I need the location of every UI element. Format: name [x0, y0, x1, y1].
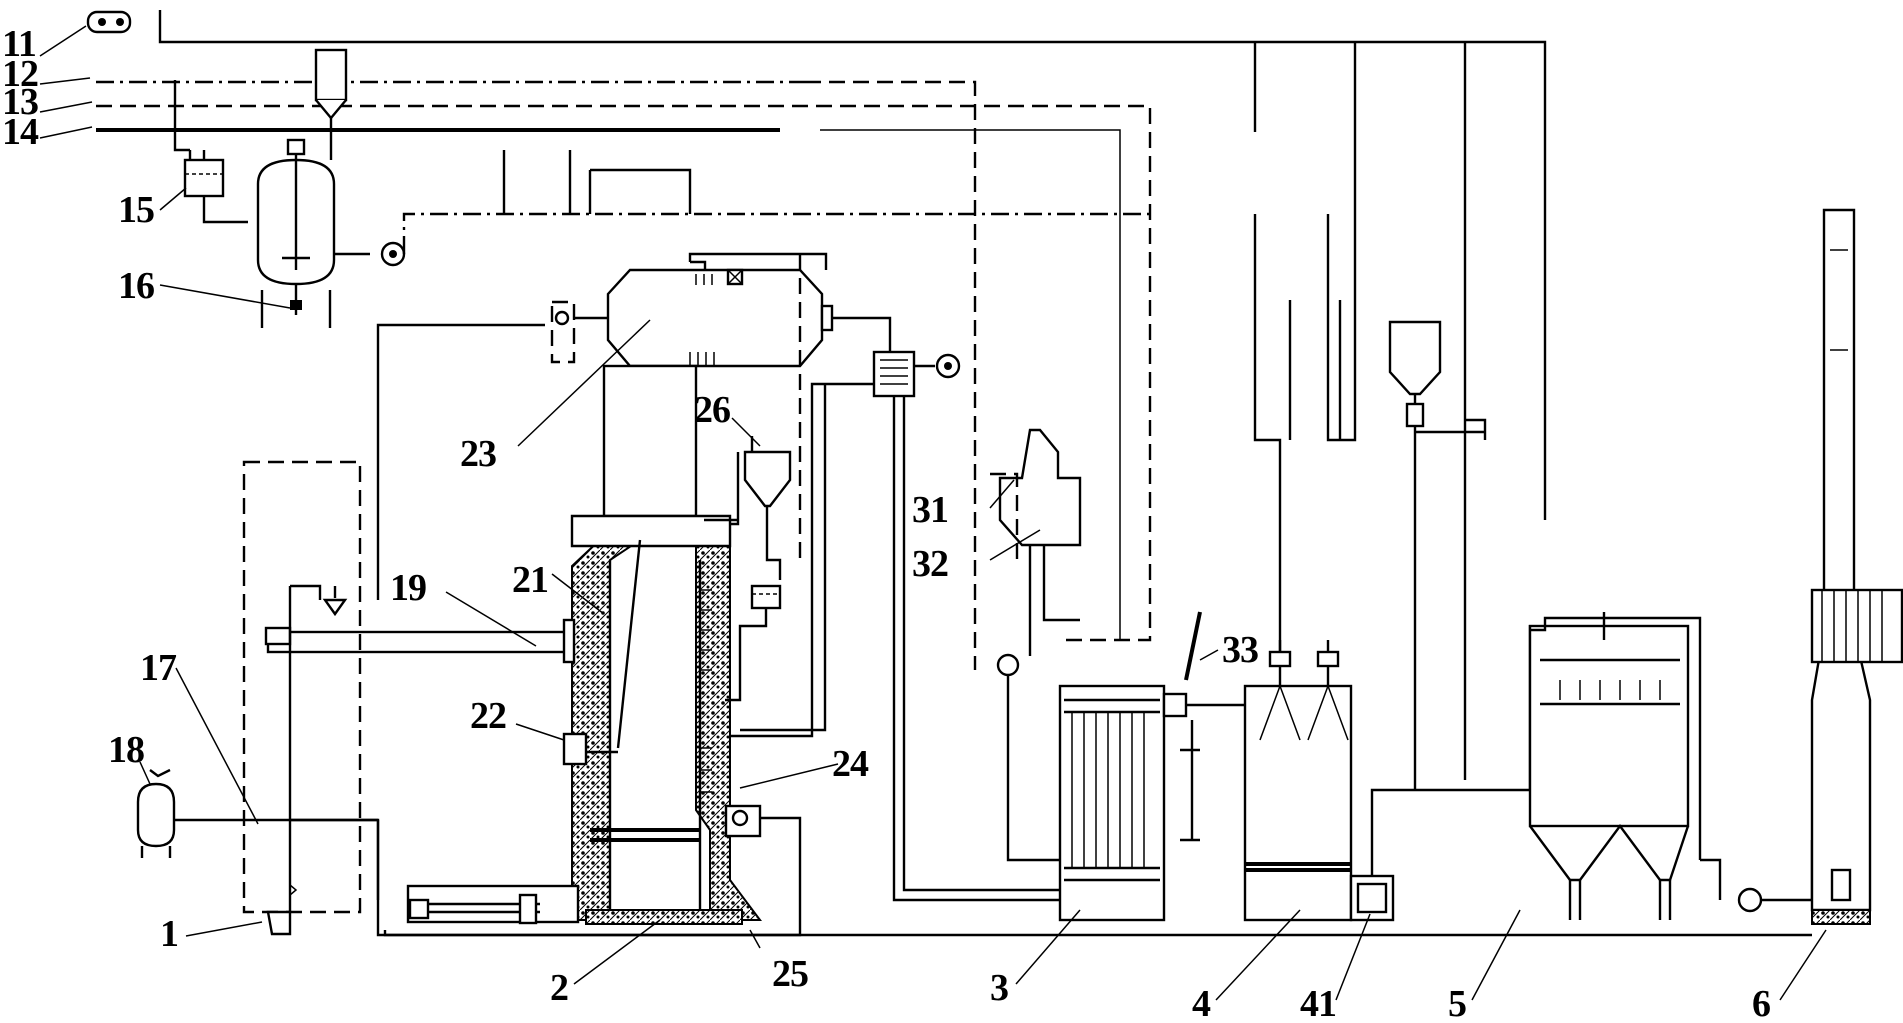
label-21: 21	[512, 559, 548, 601]
bucket-elevator-17	[242, 460, 380, 936]
cooling-tower-31-32	[990, 428, 1082, 862]
pipeline-11	[86, 10, 1547, 780]
label-4: 4	[1192, 983, 1211, 1023]
label-1: 1	[160, 913, 178, 955]
label-6: 6	[1752, 983, 1770, 1023]
label-5: 5	[1448, 983, 1466, 1023]
label-33: 33	[1222, 629, 1258, 671]
callout-labels: 11 12 13 14 15 16 17 18 19 21 22 23 24 2…	[2, 23, 1771, 1023]
label-18: 18	[108, 729, 144, 771]
label-2: 2	[550, 967, 568, 1009]
label-25: 25	[772, 953, 808, 995]
secondary-burner-22	[562, 732, 618, 766]
pipeline-12	[96, 80, 977, 670]
label-22: 22	[470, 695, 506, 737]
label-17: 17	[140, 647, 177, 689]
reactor-tank-16	[256, 48, 1150, 328]
waste-heat-boiler-23	[606, 252, 892, 368]
incinerator-furnace-21	[570, 364, 762, 922]
label-26: 26	[694, 389, 730, 431]
pipeline-13	[96, 104, 1152, 642]
label-16: 16	[118, 265, 154, 307]
label-15: 15	[118, 189, 154, 231]
label-31: 31	[912, 489, 948, 531]
heat-exchanger-3	[1058, 611, 1245, 922]
leader-lines	[39, 25, 1827, 1001]
dosing-tank-15	[173, 80, 248, 224]
label-3: 3	[990, 967, 1008, 1009]
label-32: 32	[912, 543, 948, 585]
air-intake-24	[700, 747, 802, 920]
bag-filter-5	[1528, 612, 1814, 920]
furnace-bed-2	[406, 884, 743, 925]
dosing-pump-18	[136, 768, 378, 858]
reagent-silo	[1388, 320, 1487, 790]
label-41: 41	[1300, 983, 1336, 1023]
label-19: 19	[390, 567, 426, 609]
settling-tank-41	[1349, 625, 1532, 922]
economizer	[700, 350, 1060, 902]
feed-conveyor-19	[264, 584, 576, 664]
label-23: 23	[460, 433, 496, 475]
label-12: 12	[2, 53, 38, 95]
pipeline-14	[96, 128, 1121, 640]
spray-tower-4	[1243, 132, 1357, 922]
cyclone-26	[704, 254, 827, 732]
chimney-stack-6	[1810, 208, 1903, 925]
label-14: 14	[2, 111, 39, 153]
label-11: 11	[2, 23, 36, 65]
label-24: 24	[832, 743, 869, 785]
label-13: 13	[2, 81, 38, 123]
